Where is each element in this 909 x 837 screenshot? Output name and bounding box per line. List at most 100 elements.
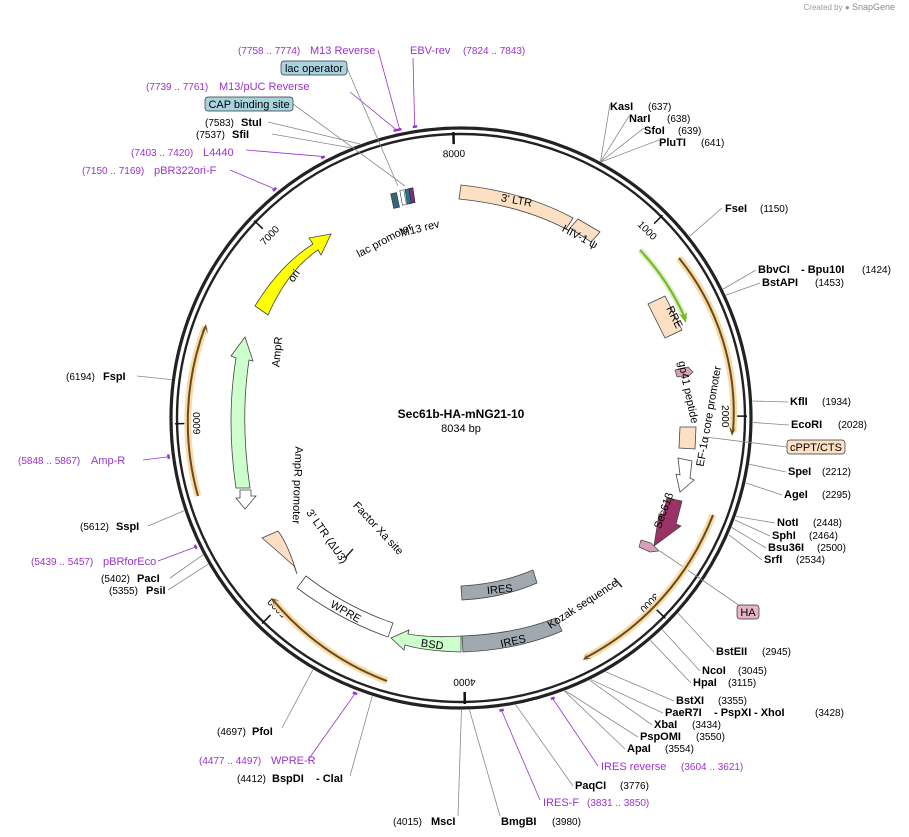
cppt-cts-label: cPPT/CTS [790, 442, 842, 454]
site-ncoi-coord: (3045) [738, 666, 767, 677]
primer-leader-line [142, 456, 168, 461]
site-ecori-coord: (2028) [838, 420, 867, 431]
primer-l4440-coord: (7403 .. 7420) [131, 148, 193, 159]
feature-label-gp41: gp41 peptide [675, 360, 700, 425]
primer-mark [193, 544, 198, 550]
site-spei-coord: (2212) [822, 467, 851, 478]
primer-ires-reverse-coord: (3604 .. 3621) [681, 762, 743, 773]
site-apai: ApaI [627, 743, 651, 755]
primer-ampr: Amp-R [91, 455, 125, 467]
site-leader-line [689, 207, 723, 237]
feature-label-3ltr: 3' LTR [500, 192, 533, 209]
feature-kozak-mark [613, 577, 623, 588]
site-kfli-coord: (1934) [822, 397, 851, 408]
site-sspi-coord: (5612) [80, 522, 109, 533]
plasmid-length: 8034 bp [441, 423, 481, 435]
site-nari: NarI [629, 113, 650, 125]
lac-operator-label: lac operator [285, 63, 343, 75]
primer-leader-line [229, 169, 275, 190]
primer-mark [167, 454, 171, 459]
box-leader-line [346, 67, 399, 187]
features [184, 184, 738, 685]
primer-ampr-coord: (5848 .. 5867) [18, 456, 80, 467]
site-sphi: SphI [772, 530, 796, 542]
site-pfoi: PfoI [252, 726, 273, 738]
primer-pbr322-coord: (7150 .. 7169) [82, 166, 144, 177]
feature-ef1a-shape [675, 457, 695, 493]
primer-leader-line [349, 91, 397, 130]
feature-label-bsd: BSD [420, 638, 444, 653]
feature-labels: 3' LTR HIV-1 ψ RRE gp41 peptide EF-1α co… [270, 192, 724, 652]
site-nari-coord: (638) [667, 114, 690, 125]
site-pfoi-coord: (4697) [217, 727, 246, 738]
tick-label: 2000 [719, 405, 730, 428]
primer-leader-line [307, 693, 355, 761]
feature-ampr-shape [230, 336, 254, 489]
primer-l4440: L4440 [203, 147, 234, 159]
site-bsu36i: Bsu36I [768, 542, 804, 554]
site-leader-line [735, 516, 776, 524]
primer-m13puc-coord: (7739 .. 7761) [146, 82, 208, 93]
site-leader-line [728, 534, 763, 561]
primer-pbrforeco: pBRforEco [103, 556, 156, 568]
site-fsei-coord: (1150) [760, 204, 788, 215]
site-leader-line [745, 482, 783, 496]
primer-pbrforeco-coord: (5439 .. 5457) [31, 557, 93, 568]
site-hpai-coord: (3115) [728, 678, 756, 689]
primer-leader-line [412, 57, 416, 126]
site-leader-line [589, 679, 653, 726]
feature-3ltr-shape [458, 184, 574, 230]
site-srfi: SrfI [764, 554, 782, 566]
site-spei: SpeI [788, 466, 811, 478]
site-sfoi-coord: (639) [678, 126, 701, 137]
site-bspdi: BspDI [272, 773, 304, 785]
site-bsu36i-coord: (2500) [817, 543, 846, 554]
green-orf-arrowhead [679, 312, 687, 323]
site-leader-line [147, 510, 185, 527]
site-clai: - ClaI [316, 773, 343, 785]
orange-orf-2 [584, 514, 714, 659]
site-apai-coord: (3554) [665, 744, 694, 755]
snapgene-credit: Created by ● SnapGene [804, 2, 896, 12]
site-noti: NotI [777, 517, 798, 529]
primer-mark [412, 125, 418, 129]
primer-leader-line [501, 711, 541, 801]
feature-wpre-shape [296, 575, 394, 638]
feature-label-ampr: AmpR [270, 336, 285, 368]
site-paqci: PaqCI [575, 780, 606, 792]
site-psii-coord: (5355) [109, 586, 138, 597]
feature-label-3ltr-du3: 3' LTR (ΔU3) [303, 507, 349, 566]
site-msci-coord: (4015) [393, 817, 422, 828]
site-sfoi: SfoI [644, 125, 665, 137]
site-kasi: KasI [610, 101, 633, 113]
site-ecori: EcoRI [791, 419, 822, 431]
plasmid-name: Sec61b-HA-mNG21-10 [398, 407, 525, 421]
primer-mark [352, 691, 358, 696]
orange-orf-1-arrowhead [729, 426, 736, 436]
site-bmgbi-coord: (3980) [552, 817, 581, 828]
site-stui: StuI [241, 117, 262, 129]
feature-label-m13-rev: M13 rev [399, 218, 441, 239]
feature-cppt-shape [678, 426, 697, 450]
feature-ires-outer-shape [461, 617, 563, 653]
primer-mark [550, 696, 556, 701]
site-paqci-coord: (3776) [620, 781, 649, 792]
site-leader-line [722, 269, 757, 290]
snapgene-icon: ● [844, 3, 850, 12]
primer-mark [272, 186, 278, 192]
site-xhoi: - XhoI [754, 707, 785, 719]
site-bsteii-coord: (2945) [762, 647, 791, 658]
primer-ires-f-coord: (3831 .. 3850) [587, 798, 649, 809]
site-bsteii: BstEII [716, 646, 747, 658]
feature-ires-inner-shape [460, 569, 538, 601]
site-bpu10i: - Bpu10I [801, 264, 844, 276]
site-pluti-coord: (641) [701, 138, 724, 149]
site-agei: AgeI [784, 489, 808, 501]
primer-wpre-r: WPRE-R [271, 755, 316, 767]
site-xbai: XbaI [654, 719, 677, 731]
box-leader-line [659, 550, 741, 607]
site-leader-line [677, 612, 715, 653]
primer-mark [393, 128, 399, 133]
primer-m13-reverse-coord: (7758 .. 7774) [238, 46, 300, 57]
site-leader-line [725, 282, 761, 296]
